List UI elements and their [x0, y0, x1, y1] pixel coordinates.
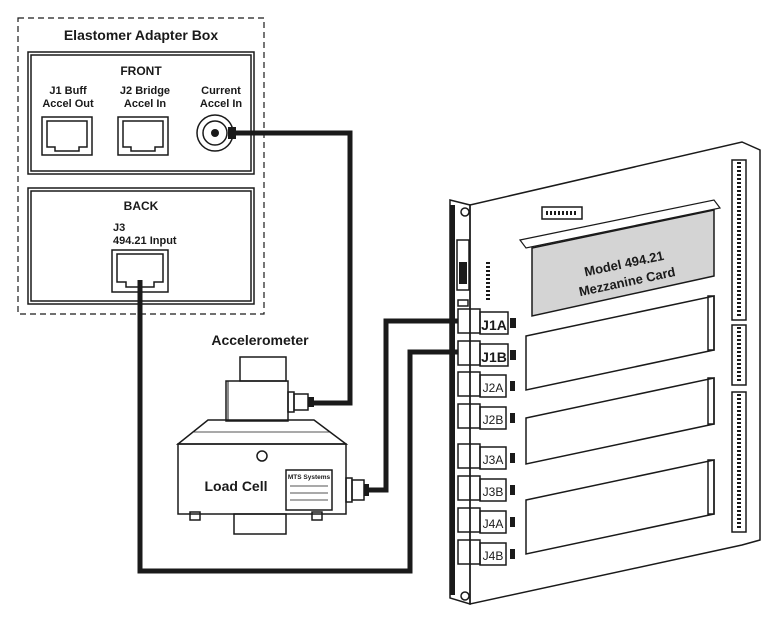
cable-j3-to-j1b: [137, 280, 458, 574]
front-panel-heading: FRONT: [120, 64, 162, 78]
front-panel: FRONT J1 Buff Accel Out J2 Bridge Accel …: [27, 51, 255, 175]
port-j2a: J2A: [457, 371, 507, 398]
load-cell-nameplate: MTS Systems: [285, 469, 333, 511]
accelerometer-label: Accelerometer: [211, 332, 309, 348]
controller-card: Model 494.21 Mezzanine Card J1A J1B: [449, 141, 761, 606]
j2-label-line2: Accel In: [124, 98, 166, 110]
port-j4b: J4B: [457, 539, 507, 566]
back-panel-heading: BACK: [124, 199, 159, 213]
port-j2b: J2B: [457, 403, 507, 430]
load-cell-base: [233, 513, 287, 535]
j1-jack-icon: [41, 116, 93, 156]
current-bnc-connector-icon: [196, 114, 236, 152]
back-panel: BACK J3 494.21 Input: [27, 187, 255, 305]
mezzanine-card: Model 494.21 Mezzanine Card: [518, 199, 722, 317]
card-ports: J1A J1B J2A J2B J3A: [457, 308, 516, 566]
accelerometer-body: [225, 380, 289, 422]
port-j2a-label: J2A: [483, 381, 504, 395]
port-j3a: J3A: [457, 443, 507, 470]
port-j3b-label: J3B: [483, 485, 504, 499]
elastomer-adapter-box: Elastomer Adapter Box FRONT J1 Buff Acce…: [17, 17, 265, 315]
port-j3b: J3B: [457, 475, 507, 502]
j2-label-line1: J2 Bridge: [120, 85, 170, 97]
cables: [137, 130, 458, 574]
adapter-box-title: Elastomer Adapter Box: [64, 27, 219, 43]
j3-label-line2: 494.21 Input: [113, 235, 177, 247]
port-j4b-label: J4B: [483, 549, 504, 563]
port-j4a-label: J4A: [483, 517, 504, 531]
mezzanine-card-face: [531, 209, 715, 317]
port-j1b-label: J1B: [481, 349, 507, 365]
j1-label-line2: Accel Out: [42, 98, 94, 110]
cable-loadcell-to-j1a: [369, 318, 458, 493]
j1-label-line1: J1 Buff: [49, 85, 87, 97]
card-module-slots: [525, 295, 715, 555]
accelerometer: Accelerometer: [211, 332, 314, 422]
load-cell-nameplate-text: MTS Systems: [288, 474, 331, 481]
load-cell: Load Cell MTS Systems: [175, 419, 369, 535]
port-j1a-label: J1A: [481, 317, 507, 333]
j3-label-line1: J3: [113, 222, 125, 234]
adapter-box-dashed-border: [17, 17, 265, 315]
port-j4a: J4A: [457, 507, 507, 534]
accelerometer-cap: [239, 356, 287, 382]
current-label-line1: Current: [201, 85, 241, 97]
port-j1a: J1A: [457, 308, 509, 335]
card-dip-switch: [541, 206, 583, 220]
load-cell-connector-icon: [345, 477, 369, 503]
cable-current-to-accelerometer: [236, 130, 353, 406]
port-j3a-label: J3A: [483, 453, 504, 467]
card-edge-connectors: [731, 159, 747, 533]
port-j2b-label: J2B: [483, 413, 504, 427]
port-j1b: J1B: [457, 340, 509, 367]
load-cell-label: Load Cell: [204, 478, 267, 494]
j2-jack-icon: [117, 116, 169, 156]
current-label-line2: Accel In: [200, 98, 242, 110]
accelerometer-connector-icon: [287, 391, 314, 413]
